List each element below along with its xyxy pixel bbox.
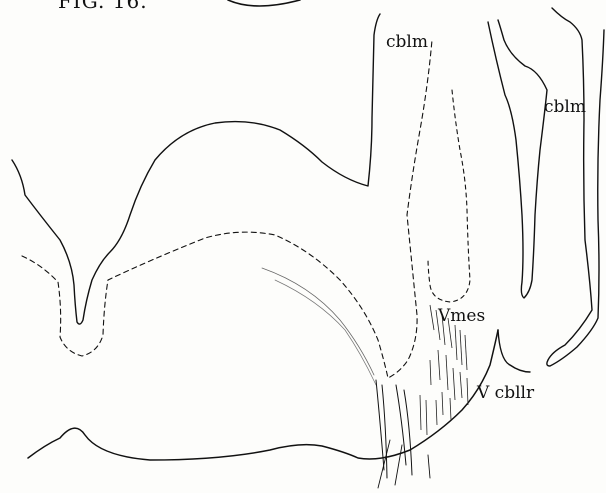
fiber-tract-1 xyxy=(262,268,374,375)
figure-caption: FIG. 16. xyxy=(58,0,148,13)
right-lower-outline xyxy=(498,330,530,372)
left-fold-outline xyxy=(12,14,380,324)
root-fiber-d xyxy=(404,390,412,475)
root-fiber-f xyxy=(395,445,402,485)
label-cblm-left: cblm xyxy=(386,32,428,52)
label-vcbllr: V cbllr xyxy=(477,383,534,403)
label-vmes: Vmes xyxy=(438,306,485,326)
cerebellum-outline xyxy=(488,20,547,298)
left-dashed-contour xyxy=(22,40,432,378)
fiber-tract-2 xyxy=(275,280,376,385)
lower-boundary-curve xyxy=(28,330,498,460)
root-fiber-g xyxy=(428,455,430,478)
right-dashed-loop xyxy=(428,90,470,302)
root-fiber-e xyxy=(378,440,390,488)
root-fiber-b xyxy=(382,385,387,478)
top-arc-outline xyxy=(228,0,300,6)
right-outer-outline xyxy=(547,8,604,366)
label-cblm-right: cblm xyxy=(544,97,586,117)
